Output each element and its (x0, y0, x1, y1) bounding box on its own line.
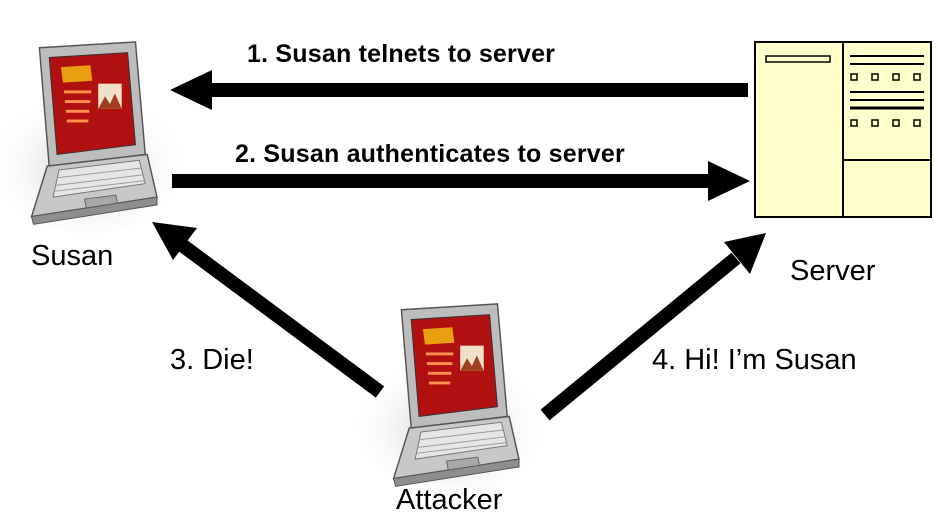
attacker-label: Attacker (396, 484, 503, 516)
server-label: Server (790, 255, 876, 287)
arrow-step-1 (170, 70, 748, 110)
susan-label: Susan (31, 240, 114, 272)
step-4-label: 4. Hi! I’m Susan (652, 344, 857, 376)
step-1-label: 1. Susan telnets to server (247, 40, 556, 68)
arrow-step-2 (172, 161, 750, 201)
arrow-step-3 (152, 222, 385, 398)
server-document-icon (754, 41, 932, 218)
step-3-label: 3. Die! (170, 344, 254, 376)
step-2-label: 2. Susan authenticates to server (235, 140, 625, 168)
arrow-step-4 (540, 233, 766, 421)
attacker-laptop-icon (356, 303, 545, 497)
susan-laptop-icon (0, 41, 183, 235)
